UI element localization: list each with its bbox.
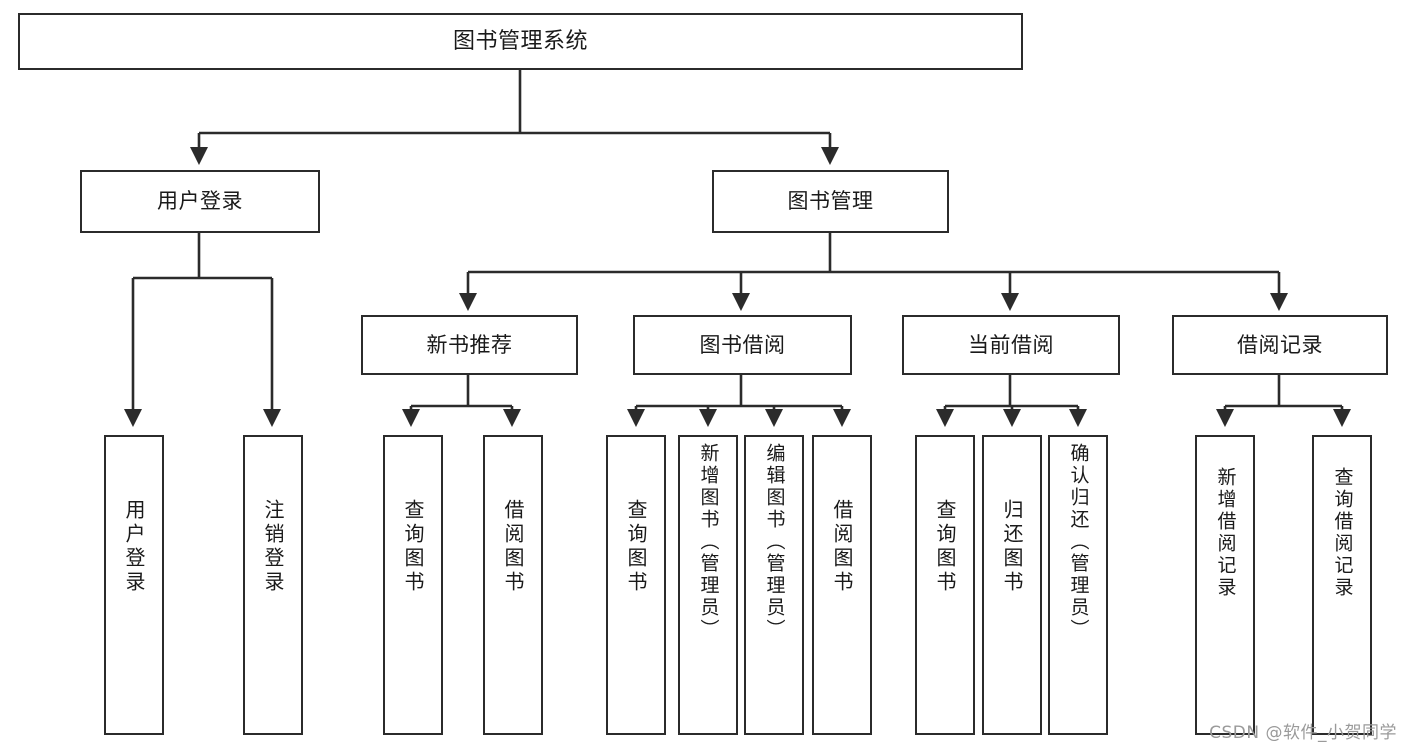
leaf-user-login[interactable]: 用户登录 (104, 435, 164, 735)
node-new-book-rec[interactable]: 新书推荐 (361, 315, 578, 375)
node-user-login-label: 用户登录 (157, 189, 243, 214)
leaf-return-book-label: 归还图书 (1000, 499, 1024, 595)
leaf-confirm-return[interactable]: 确认归还（管理员） (1048, 435, 1108, 735)
leaf-add-record-label: 新增借阅记录 (1214, 467, 1237, 599)
node-book-borrow-label: 图书借阅 (699, 332, 786, 357)
node-book-borrow[interactable]: 图书借阅 (633, 315, 852, 375)
leaf-borrow-book-2-label: 借阅图书 (830, 499, 854, 595)
leaf-add-book[interactable]: 新增图书（管理员） (678, 435, 738, 735)
leaf-borrow-book-1-label: 借阅图书 (501, 499, 525, 595)
node-borrow-record[interactable]: 借阅记录 (1172, 315, 1388, 375)
node-new-book-rec-label: 新书推荐 (426, 332, 513, 357)
leaf-edit-book-label: 编辑图书（管理员） (763, 443, 786, 641)
leaf-add-record[interactable]: 新增借阅记录 (1195, 435, 1255, 735)
leaf-query-book-1-label: 查询图书 (401, 499, 425, 595)
leaf-query-record-label: 查询借阅记录 (1331, 467, 1354, 599)
node-root-label: 图书管理系统 (452, 28, 588, 54)
leaf-query-book-3-label: 查询图书 (933, 499, 957, 595)
leaf-return-book[interactable]: 归还图书 (982, 435, 1042, 735)
node-book-manage[interactable]: 图书管理 (712, 170, 949, 233)
leaf-query-book-1[interactable]: 查询图书 (383, 435, 443, 735)
leaf-query-book-2[interactable]: 查询图书 (606, 435, 666, 735)
node-user-login[interactable]: 用户登录 (80, 170, 320, 233)
leaf-borrow-book-2[interactable]: 借阅图书 (812, 435, 872, 735)
node-root[interactable]: 图书管理系统 (18, 13, 1023, 70)
leaf-borrow-book-1[interactable]: 借阅图书 (483, 435, 543, 735)
node-book-manage-label: 图书管理 (787, 189, 874, 214)
leaf-add-book-label: 新增图书（管理员） (697, 443, 720, 641)
leaf-edit-book[interactable]: 编辑图书（管理员） (744, 435, 804, 735)
watermark-text: CSDN @软件_小贺同学 (1209, 723, 1397, 743)
leaf-logout[interactable]: 注销登录 (243, 435, 303, 735)
leaf-confirm-return-label: 确认归还（管理员） (1067, 443, 1090, 641)
leaf-query-book-3[interactable]: 查询图书 (915, 435, 975, 735)
node-borrow-record-label: 借阅记录 (1237, 332, 1323, 357)
node-current-borrow[interactable]: 当前借阅 (902, 315, 1120, 375)
leaf-user-login-label: 用户登录 (122, 499, 146, 595)
leaf-query-book-2-label: 查询图书 (624, 499, 648, 595)
leaf-logout-label: 注销登录 (261, 499, 285, 595)
leaf-query-record[interactable]: 查询借阅记录 (1312, 435, 1372, 735)
node-current-borrow-label: 当前借阅 (968, 332, 1054, 357)
